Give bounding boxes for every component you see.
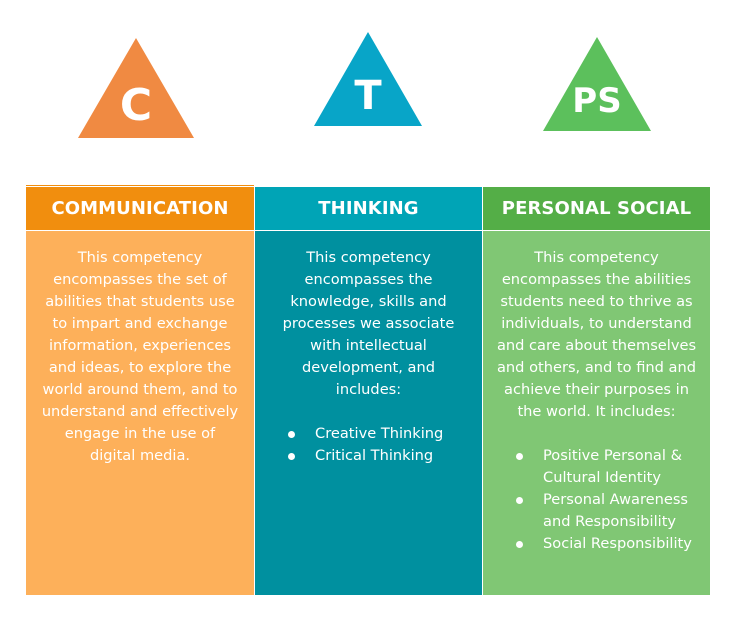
- thinking-column: THINKING This competency encompasses the…: [255, 185, 482, 595]
- communication-description: This competency encompasses the set of a…: [41, 249, 239, 464]
- personal-social-column: PERSONAL SOCIAL This competency encompas…: [483, 185, 710, 595]
- thinking-body: This competency encompasses the knowledg…: [255, 231, 482, 595]
- list-item: Social Responsibility: [483, 533, 710, 555]
- bullet-icon: [516, 541, 523, 548]
- bullet-icon: [516, 497, 523, 504]
- thinking-icon-letter: T: [354, 73, 382, 119]
- list-item: Positive Personal & Cultural Identity: [483, 445, 710, 489]
- thinking-triangle-icon: T: [312, 30, 432, 134]
- personal-social-body: This competency encompasses the abilitie…: [483, 231, 710, 595]
- communication-column: COMMUNICATION This competency encompasse…: [26, 185, 254, 595]
- personal-social-description: This competency encompasses the abilitie…: [496, 249, 697, 420]
- personal-social-list: Positive Personal & Cultural Identity Pe…: [483, 445, 710, 555]
- list-item: Personal Awareness and Responsibility: [483, 489, 710, 533]
- bullet-icon: [288, 453, 295, 460]
- thinking-description: This competency encompasses the knowledg…: [282, 249, 455, 398]
- personal-social-triangle-icon: PS: [541, 35, 661, 139]
- bullet-icon: [288, 431, 295, 438]
- communication-triangle-icon: C: [76, 36, 196, 140]
- personal-social-icon-letter: PS: [572, 81, 622, 121]
- top-rule: [26, 185, 254, 186]
- communication-header: COMMUNICATION: [26, 187, 254, 230]
- communication-body: This competency encompasses the set of a…: [26, 231, 254, 595]
- list-item: Creative Thinking: [255, 423, 482, 445]
- thinking-header: THINKING: [255, 187, 482, 230]
- communication-icon-letter: C: [119, 80, 153, 131]
- bullet-icon: [516, 453, 523, 460]
- list-item: Critical Thinking: [255, 445, 482, 467]
- personal-social-header: PERSONAL SOCIAL: [483, 187, 710, 230]
- thinking-list: Creative Thinking Critical Thinking: [255, 423, 482, 467]
